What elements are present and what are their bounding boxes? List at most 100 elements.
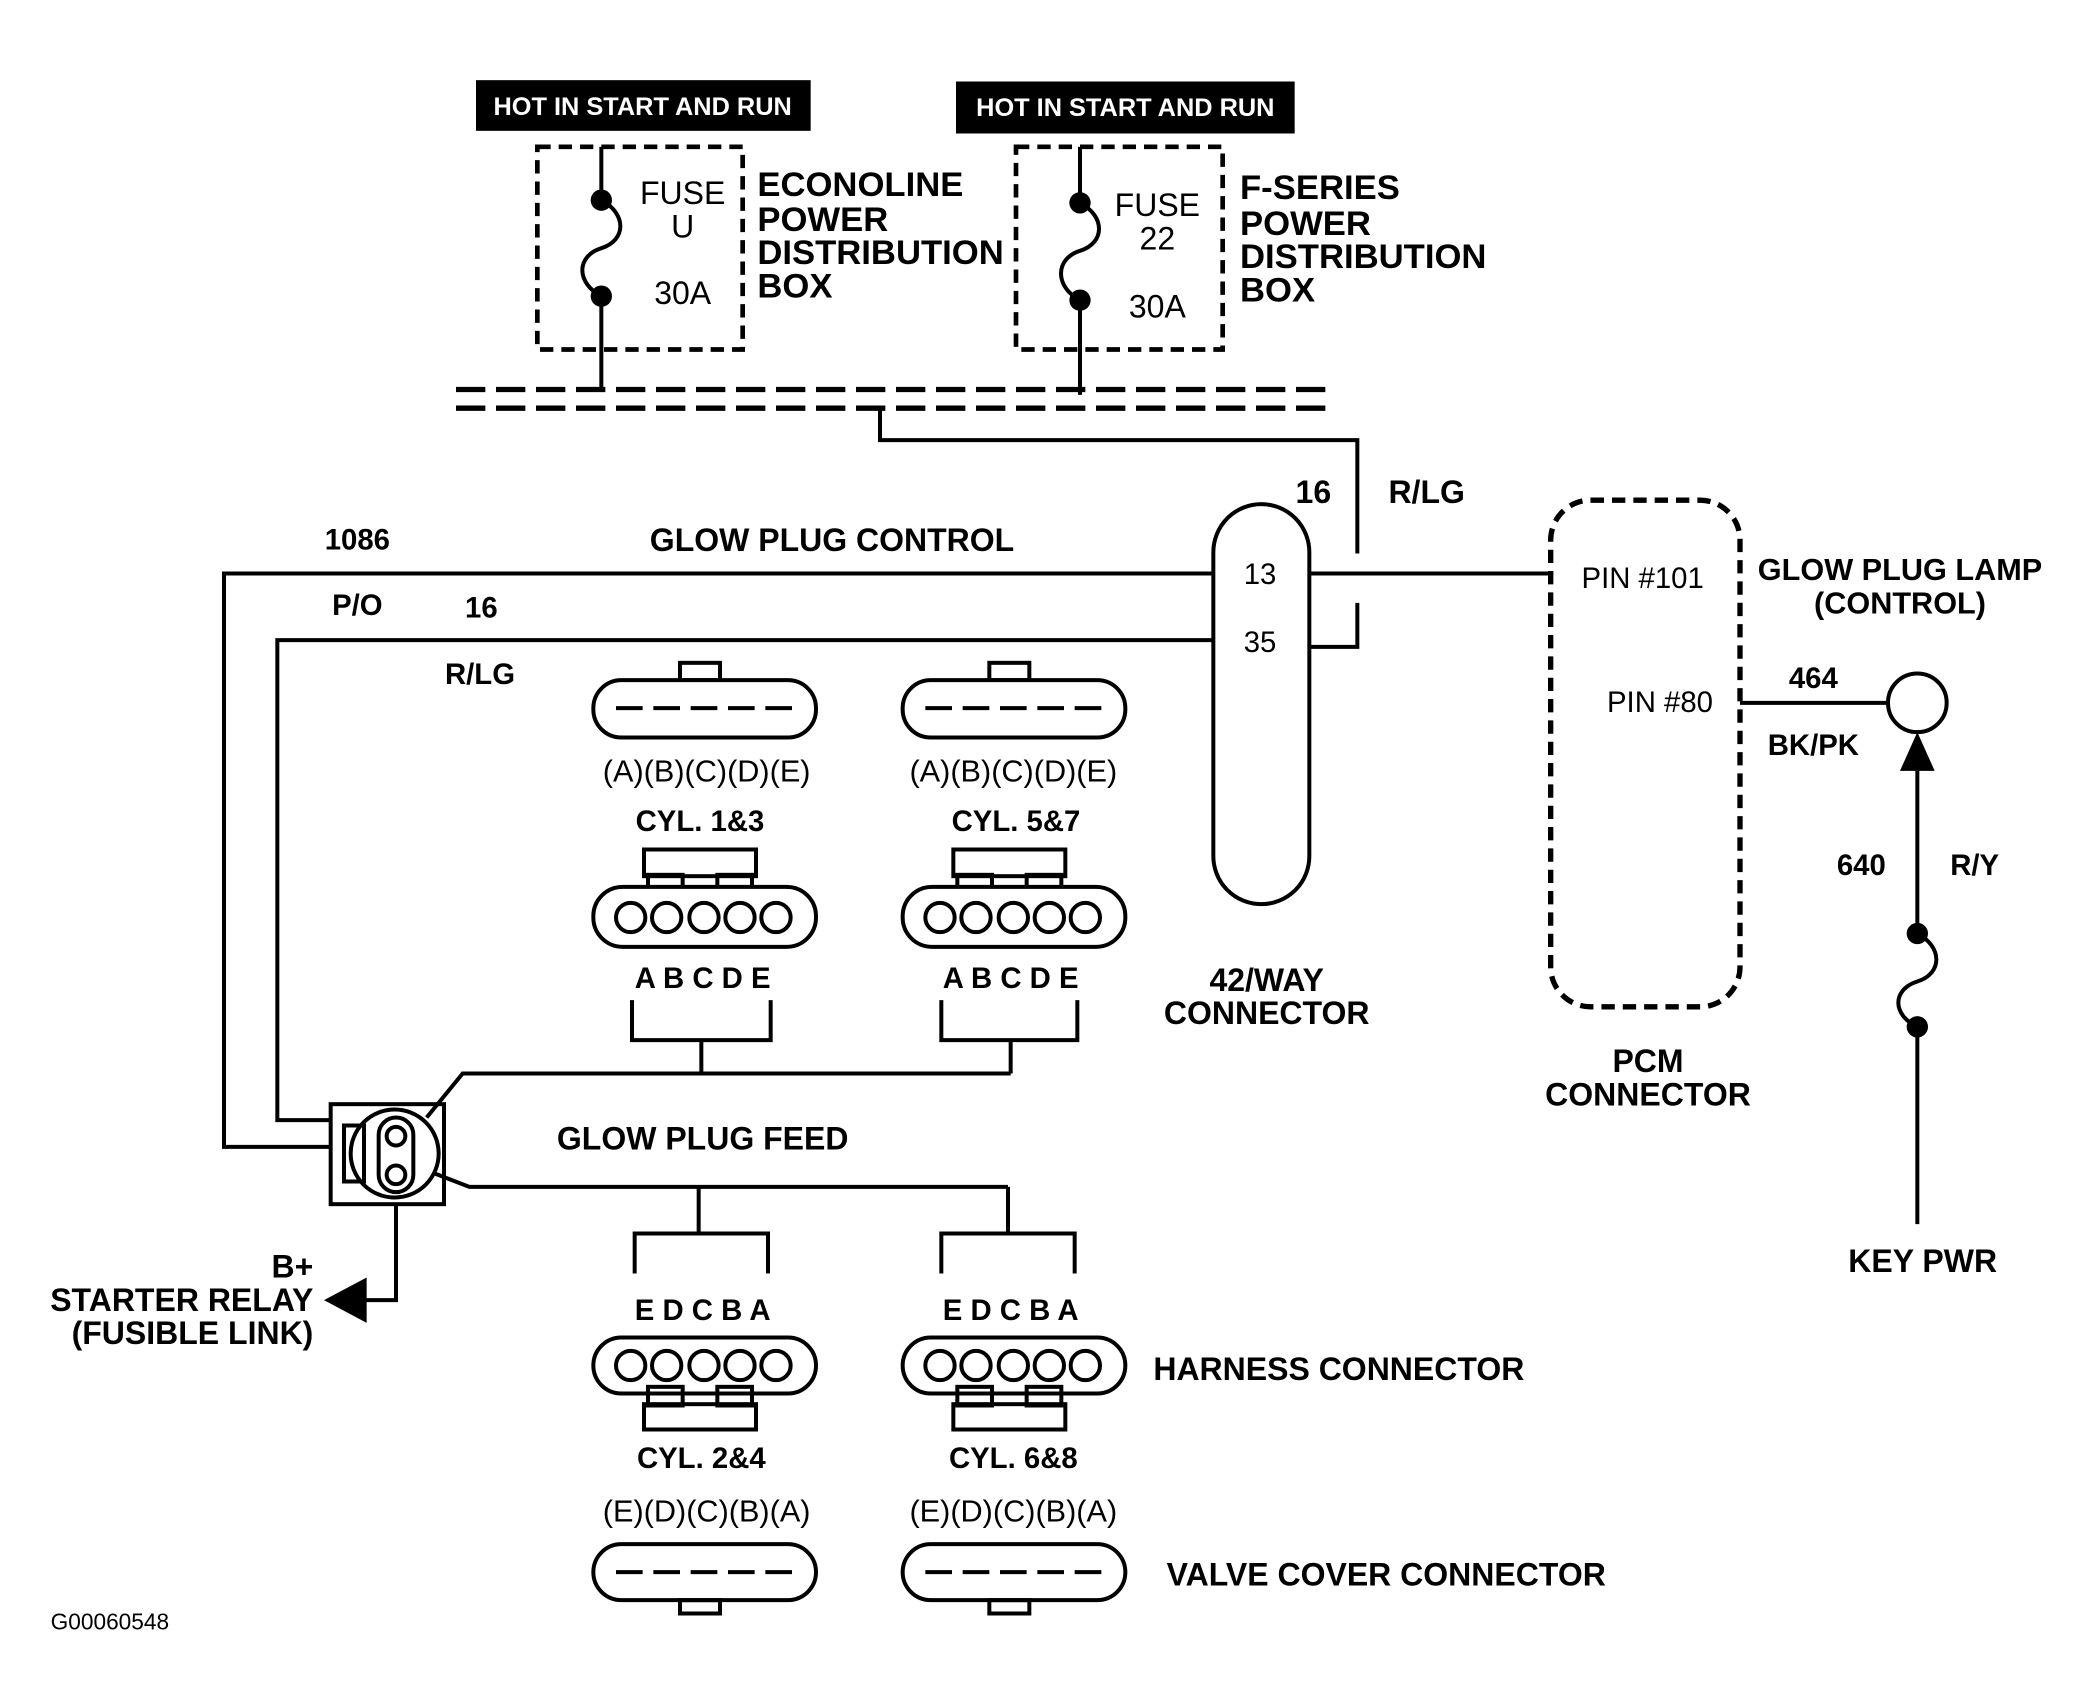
- fusible-link-label: (FUSIBLE LINK): [72, 1315, 314, 1351]
- valve-cover-pin-labels: (E)(D)(C)(B)(A): [909, 1495, 1117, 1529]
- fuse-rating: 30A: [1129, 289, 1187, 325]
- harness-terminal: [959, 900, 993, 935]
- feed-circuit-number: 16: [1296, 474, 1332, 510]
- harness-terminal: [996, 900, 1030, 935]
- valve-cover-connector-tab: [987, 1598, 1032, 1616]
- harness-connector: [900, 1335, 1128, 1396]
- harness-terminal: [723, 1348, 757, 1383]
- harness-connector-latch: [642, 1402, 758, 1432]
- harness-terminal: [923, 1348, 957, 1383]
- harness-terminal: [923, 900, 957, 935]
- cylinder-connector-group-5-7: (A)(B)(C)(D)(E) CYL. 5&7 A B C D E: [900, 660, 1128, 1074]
- f-series-power-box: HOT IN START AND RUN FUSE 22 30A F-SERIE…: [956, 81, 1486, 395]
- control-circuit-number: 1086: [325, 524, 390, 557]
- harness-pin-labels: E D C B A: [635, 1294, 771, 1327]
- 42-way-connector: 13 35 42/WAY CONNECTOR: [1164, 502, 1370, 1031]
- harness-connector: [591, 1335, 818, 1396]
- fuse-icon: [1059, 146, 1101, 395]
- harness-terminal: [996, 1348, 1030, 1383]
- glow-plug-control-wire: [222, 571, 1214, 1149]
- harness-pin-labels: A B C D E: [635, 962, 771, 995]
- glow-plug-relay-icon: [328, 1102, 446, 1207]
- harness-connector: [900, 884, 1128, 949]
- harness-terminal: [687, 1348, 721, 1383]
- harness-connector-latch: [642, 847, 758, 879]
- lamp-name-line-2: (CONTROL): [1814, 587, 1986, 621]
- harness-terminal: [1068, 1348, 1102, 1383]
- pcm-name-line-1: PCM: [1612, 1043, 1683, 1079]
- box-name-line-1: ECONOLINE: [757, 166, 963, 204]
- connector-pin-13: 13: [1244, 558, 1277, 591]
- harness-bracket: [939, 1231, 1077, 1274]
- figure-id: G00060548: [51, 1609, 169, 1635]
- feed-wire-pin-35-jumper: [1309, 602, 1360, 649]
- fuse-id: U: [671, 209, 694, 245]
- harness-terminal: [1032, 900, 1066, 935]
- harness-pin-labels: A B C D E: [943, 962, 1079, 995]
- key-circuit-number: 640: [1837, 849, 1886, 882]
- harness-bracket: [632, 1231, 770, 1274]
- glow-plug-lamp-circuit: GLOW PLUG LAMP (CONTROL) 464 BK/PK 640 R…: [1740, 553, 2042, 1279]
- box-name-line-1: F-SERIES: [1240, 169, 1400, 207]
- harness-terminal: [759, 1348, 793, 1383]
- lamp-wire-color: BK/PK: [1768, 729, 1859, 762]
- harness-connector-latch: [951, 1402, 1068, 1432]
- harness-terminal: [614, 900, 648, 935]
- box-name-line-2: POWER: [757, 201, 888, 239]
- valve-cover-pin-labels: (A)(B)(C)(D)(E): [603, 755, 811, 789]
- valve-cover-connector-tab: [678, 1598, 722, 1616]
- econoline-power-box: HOT IN START AND RUN FUSE U 30A ECONOLIN…: [476, 80, 1004, 390]
- return-circuit-number: 16: [465, 592, 498, 625]
- cylinder-label: CYL. 5&7: [952, 805, 1081, 838]
- hot-in-start-and-run-banner: [476, 80, 811, 131]
- arrow-up-icon: [1900, 732, 1935, 771]
- pcm-name-line-2: CONNECTOR: [1545, 1077, 1751, 1113]
- pcm-connector: PIN #101 PIN #80 PCM CONNECTOR: [1545, 497, 1751, 1113]
- harness-connector-label: HARNESS CONNECTOR: [1153, 1351, 1524, 1387]
- connector-pin-35: 35: [1244, 626, 1277, 659]
- starter-b-plus: B+: [272, 1249, 314, 1285]
- harness-terminal: [687, 900, 721, 935]
- valve-cover-pin-labels: (A)(B)(C)(D)(E): [909, 755, 1117, 789]
- harness-terminal: [959, 1348, 993, 1383]
- valve-cover-pin-labels: (E)(D)(C)(B)(A): [603, 1495, 811, 1529]
- harness-terminal: [1032, 1348, 1066, 1383]
- fuse-label: FUSE: [1115, 187, 1200, 223]
- feed-wire-color: R/LG: [1388, 474, 1464, 510]
- splice-bus: [456, 386, 1331, 411]
- lamp-name-line-1: GLOW PLUG LAMP: [1758, 553, 2042, 587]
- box-name-line-4: BOX: [757, 268, 832, 306]
- fuse-label: FUSE: [640, 175, 725, 211]
- fuse-icon: [1896, 922, 1939, 1038]
- pcm-pin-80: PIN #80: [1607, 686, 1713, 719]
- cylinder-connector-group-2-4: E D C B A CYL. 2&4 (E)(D)(C)(B)(A): [591, 1186, 818, 1616]
- connector-name-line-1: 42/WAY: [1209, 962, 1323, 998]
- fuse-box-outline: [535, 144, 745, 352]
- return-wire: [275, 638, 1214, 1123]
- connector-body: [1211, 502, 1312, 907]
- banner-text: HOT IN START AND RUN: [976, 94, 1274, 122]
- control-circuit-name: GLOW PLUG CONTROL: [650, 522, 1014, 558]
- harness-terminal: [650, 900, 684, 935]
- arrow-left-icon: [324, 1277, 367, 1323]
- harness-connector-latch: [951, 847, 1068, 879]
- fuse-icon: [580, 146, 623, 390]
- fuse-rating: 30A: [654, 275, 712, 311]
- harness-connector: [591, 884, 818, 949]
- lamp-circuit-number: 464: [1789, 662, 1839, 695]
- cylinder-connector-group-1-3: (A)(B)(C)(D)(E) CYL. 1&3 A B C D E: [591, 660, 818, 1074]
- harness-terminal: [759, 900, 793, 935]
- pcm-connector-outline: [1548, 497, 1743, 1010]
- pcm-pin-101: PIN #101: [1582, 562, 1704, 595]
- box-name-line-3: DISTRIBUTION: [1240, 238, 1486, 276]
- harness-terminal: [723, 900, 757, 935]
- connector-name-line-2: CONNECTOR: [1164, 995, 1370, 1031]
- cylinder-label: CYL. 2&4: [637, 1442, 766, 1475]
- banner-text: HOT IN START AND RUN: [494, 93, 792, 121]
- control-wire-color: P/O: [332, 589, 383, 622]
- harness-terminal: [1068, 900, 1102, 935]
- return-wire-color: R/LG: [445, 658, 515, 691]
- fuse-box-outline: [1013, 144, 1225, 352]
- harness-pin-labels: E D C B A: [943, 1294, 1079, 1327]
